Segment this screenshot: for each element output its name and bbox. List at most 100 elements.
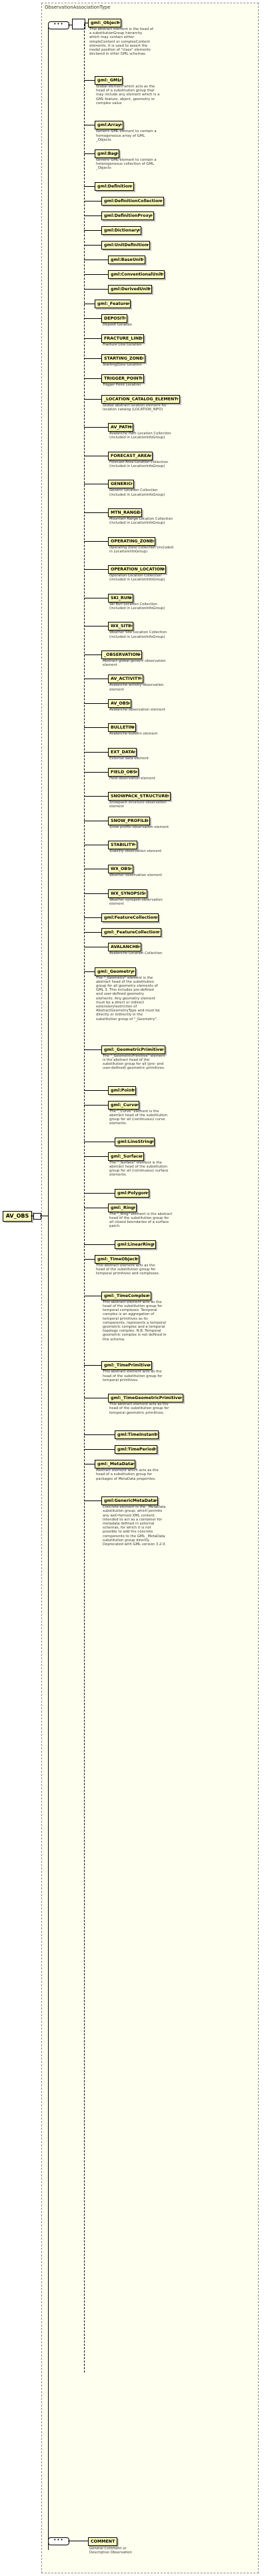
connector-line bbox=[84, 153, 95, 154]
schema-element[interactable]: gml:_Geometry bbox=[95, 967, 136, 976]
element-description: Mountain Range Location Collection (incl… bbox=[109, 517, 173, 526]
comment-element[interactable]: COMMENT bbox=[88, 2537, 118, 2546]
element-description: The "_Curve" element is the abstract hea… bbox=[109, 1109, 167, 1126]
connector-line bbox=[84, 932, 101, 933]
schema-element[interactable]: gml:LineString bbox=[115, 1137, 155, 1146]
connector-line bbox=[84, 288, 108, 290]
connector-line bbox=[84, 80, 95, 81]
schema-element[interactable]: gml:_GML bbox=[95, 76, 123, 85]
schema-element[interactable]: gml:FeatureCollection bbox=[101, 913, 159, 923]
element-description: External data element bbox=[109, 756, 149, 761]
schema-element[interactable]: SNOW_PROFILE bbox=[108, 816, 151, 825]
schema-element[interactable]: STABILITY bbox=[108, 841, 137, 849]
schema-element[interactable]: gml:_Feature bbox=[95, 299, 131, 308]
element-description: Forecast Area Location Collection (inclu… bbox=[109, 460, 169, 468]
connector-line bbox=[84, 1156, 108, 1157]
schema-element[interactable]: gml:TimeInstant bbox=[115, 1430, 159, 1440]
element-description: Weather Site Location Collection (includ… bbox=[109, 630, 167, 639]
schema-element[interactable]: gml:_TimeComplex bbox=[101, 1291, 151, 1300]
schema-element[interactable]: gml:Point bbox=[108, 1086, 137, 1095]
element-description: Fracture Line Location bbox=[103, 343, 142, 347]
schema-element[interactable]: AV_ACTIVITY bbox=[108, 675, 143, 684]
schema-element[interactable]: MTN_RANGE bbox=[108, 508, 143, 517]
schema-element[interactable]: FIELD_OBS bbox=[108, 767, 139, 777]
element-description: Generic Location Collection (included in… bbox=[109, 488, 165, 497]
connector-line bbox=[84, 1258, 95, 1260]
schema-element[interactable]: gml:_Object bbox=[88, 19, 121, 27]
schema-element[interactable]: gml:UnitDefinition bbox=[101, 240, 151, 250]
schema-element[interactable]: gml:Polygon bbox=[115, 1188, 150, 1198]
schema-element[interactable]: EXT_DATA bbox=[108, 747, 137, 757]
schema-element[interactable]: gml:_Surface bbox=[108, 1152, 145, 1161]
element-description: Avalanche observation element bbox=[109, 707, 165, 712]
connector-line bbox=[84, 185, 95, 187]
connector-line bbox=[84, 398, 101, 400]
element-description: Weather synopsis observation element bbox=[109, 897, 163, 906]
element-description: Abstract global generic observation elem… bbox=[103, 659, 166, 668]
connector-line bbox=[84, 703, 108, 704]
element-description: This abstract element acts as the head o… bbox=[103, 1370, 163, 1382]
schema-element[interactable]: gml:DerivedUnit bbox=[108, 284, 153, 294]
schema-element[interactable]: SKI_RUN bbox=[108, 593, 134, 602]
schema-element[interactable]: gml:Array bbox=[95, 121, 123, 130]
schema-element[interactable]: gml:_FeatureCollection bbox=[101, 928, 161, 937]
schema-element[interactable]: gml:DefinitionCollection bbox=[101, 196, 164, 205]
connector-line bbox=[84, 1090, 108, 1091]
schema-element[interactable]: WX_SITE bbox=[108, 622, 134, 631]
connector-line bbox=[84, 1449, 115, 1450]
schema-element[interactable]: GENERIC bbox=[108, 480, 134, 489]
schema-element[interactable]: gml:_Ring bbox=[108, 1203, 137, 1212]
schema-element[interactable]: TRIGGER_POINT bbox=[101, 374, 144, 384]
schema-element[interactable]: BULLETIN bbox=[108, 723, 137, 733]
schema-element[interactable]: _OBSERVATION bbox=[101, 651, 143, 659]
schema-element[interactable]: OPERATING_ZONE bbox=[108, 536, 156, 546]
comment-description: General Comment or Descriptive Observati… bbox=[89, 2547, 132, 2555]
schema-element[interactable]: gml:Bag bbox=[95, 149, 120, 158]
schema-element[interactable]: gml:Definition bbox=[95, 181, 134, 191]
connector-line bbox=[84, 1244, 115, 1245]
connector-line bbox=[84, 1434, 115, 1436]
schema-element[interactable]: AVALANCHE bbox=[108, 943, 142, 952]
choice-branch-line bbox=[84, 24, 85, 2373]
element-description: Global abstract location element for loc… bbox=[103, 403, 167, 412]
connector-line bbox=[84, 318, 101, 319]
schema-element[interactable]: OPERATION_LOCATION bbox=[108, 565, 167, 574]
root-element[interactable]: AV_OBS bbox=[3, 1211, 32, 1222]
schema-element[interactable]: AV_OBS bbox=[108, 699, 132, 708]
schema-element[interactable]: gml:_GeometricPrimitive bbox=[101, 1045, 165, 1054]
schema-element[interactable]: gml:DefinitionProxy bbox=[101, 211, 154, 220]
schema-element[interactable]: AV_PATH bbox=[108, 423, 134, 432]
schema-element[interactable]: _LOCATION_CATALOG_ELEMENT bbox=[101, 394, 180, 404]
connector-line bbox=[84, 893, 108, 894]
element-description: The "_Ring" element is the abstract head… bbox=[109, 1212, 173, 1229]
element-description: Avalanche activity observation element bbox=[109, 683, 164, 692]
connector-line bbox=[84, 427, 108, 428]
schema-element[interactable]: gml:_TimePrimitive bbox=[101, 1361, 153, 1370]
element-description: Snowpack structure observation element bbox=[109, 801, 167, 809]
sequence-compositor: ••• bbox=[48, 21, 69, 29]
element-description: Avalanche Location Collection bbox=[109, 951, 163, 956]
schema-element[interactable]: gml:ConventionalUnit bbox=[108, 270, 165, 279]
connector-line bbox=[84, 1365, 101, 1366]
schema-element[interactable]: gml:GenericMetaData bbox=[101, 1496, 159, 1506]
schema-element[interactable]: gml:_TimeGeometricPrimitive bbox=[108, 1394, 183, 1403]
schema-element[interactable]: gml:LinearRing bbox=[115, 1240, 157, 1249]
schema-element[interactable]: DEPOSIT bbox=[101, 314, 127, 323]
connector-line bbox=[84, 1104, 108, 1106]
schema-element[interactable]: WX_SYNOPSIS bbox=[108, 889, 147, 898]
schema-element[interactable]: gml:_Curve bbox=[108, 1100, 140, 1110]
schema-element[interactable]: FORECAST_AREA bbox=[108, 451, 153, 460]
element-description: Avalanche Path Location Collection (incl… bbox=[109, 432, 171, 440]
choice-compositor bbox=[72, 19, 85, 29]
schema-element[interactable]: STARTING_ZONE bbox=[101, 354, 145, 364]
schema-element[interactable]: gml:BaseUnit bbox=[108, 255, 145, 264]
connector-line bbox=[84, 1192, 115, 1194]
schema-element[interactable]: FRACTURE_LINE bbox=[101, 334, 145, 343]
schema-element[interactable]: gml:_MetaData bbox=[95, 1460, 136, 1469]
schema-element[interactable]: WX_OBS bbox=[108, 865, 133, 874]
schema-element[interactable]: gml:Dictionary bbox=[101, 226, 142, 235]
schema-element[interactable]: gml:TimePeriod bbox=[115, 1445, 158, 1454]
schema-element[interactable]: SNOWPACK_STRUCTURE bbox=[108, 792, 171, 801]
schema-element[interactable]: gml:_TimeObject bbox=[95, 1254, 140, 1264]
